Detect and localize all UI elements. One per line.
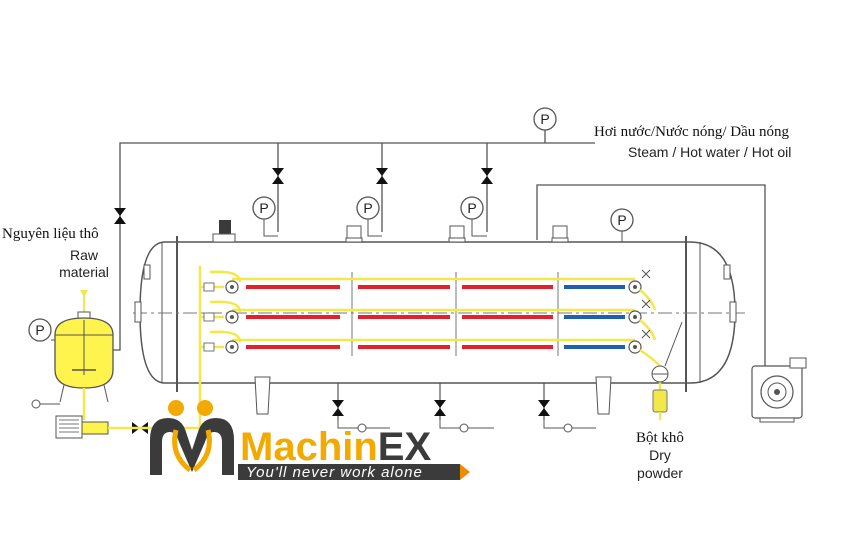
machinex-logo: MachinEX You'll never work alone: [150, 400, 470, 481]
logo-brand-a: Machin: [240, 425, 378, 469]
drain-lines: [337, 420, 596, 429]
dry-label-vn: Bột khô: [636, 430, 684, 446]
dry-label-en-2: powder: [637, 465, 683, 481]
logo-brand-b: EX: [378, 425, 432, 469]
gauge-supply: P: [533, 107, 557, 143]
drain-traps: [357, 423, 573, 433]
vacuum-pump: [751, 357, 807, 423]
supply-label-en: Steam / Hot water / Hot oil: [628, 144, 791, 160]
dry-powder-collector: [651, 365, 669, 420]
drum-vessel: [133, 220, 745, 420]
raw-label-en-1: Raw: [70, 247, 99, 263]
supply-label-vn: Hơi nước/Nước nóng/ Dầu nóng: [594, 124, 790, 140]
dry-label-en-1: Dry: [649, 447, 671, 463]
raw-material-vessel: [31, 290, 202, 439]
gauge-raw: P: [28, 318, 58, 342]
heating-tubes: [198, 266, 683, 405]
gauge-3: P: [460, 196, 484, 232]
raw-label-en-2: material: [59, 264, 109, 280]
svg-text:P: P: [467, 200, 476, 216]
svg-text:P: P: [617, 212, 626, 228]
logo-tagline: You'll never work alone: [246, 464, 423, 481]
svg-text:MachinEX: MachinEX: [240, 425, 431, 469]
svg-text:P: P: [35, 322, 44, 338]
svg-text:P: P: [259, 200, 268, 216]
raw-label-vn: Nguyên liệu thô: [2, 226, 99, 242]
gauge-1: P: [252, 196, 276, 232]
gauge-4: P: [610, 208, 634, 242]
pressure-gauges: P P P P P P: [28, 107, 634, 342]
svg-text:P: P: [540, 111, 549, 127]
logo-mark-icon: [150, 400, 234, 475]
svg-text:P: P: [363, 200, 372, 216]
gauge-2: P: [356, 196, 380, 232]
